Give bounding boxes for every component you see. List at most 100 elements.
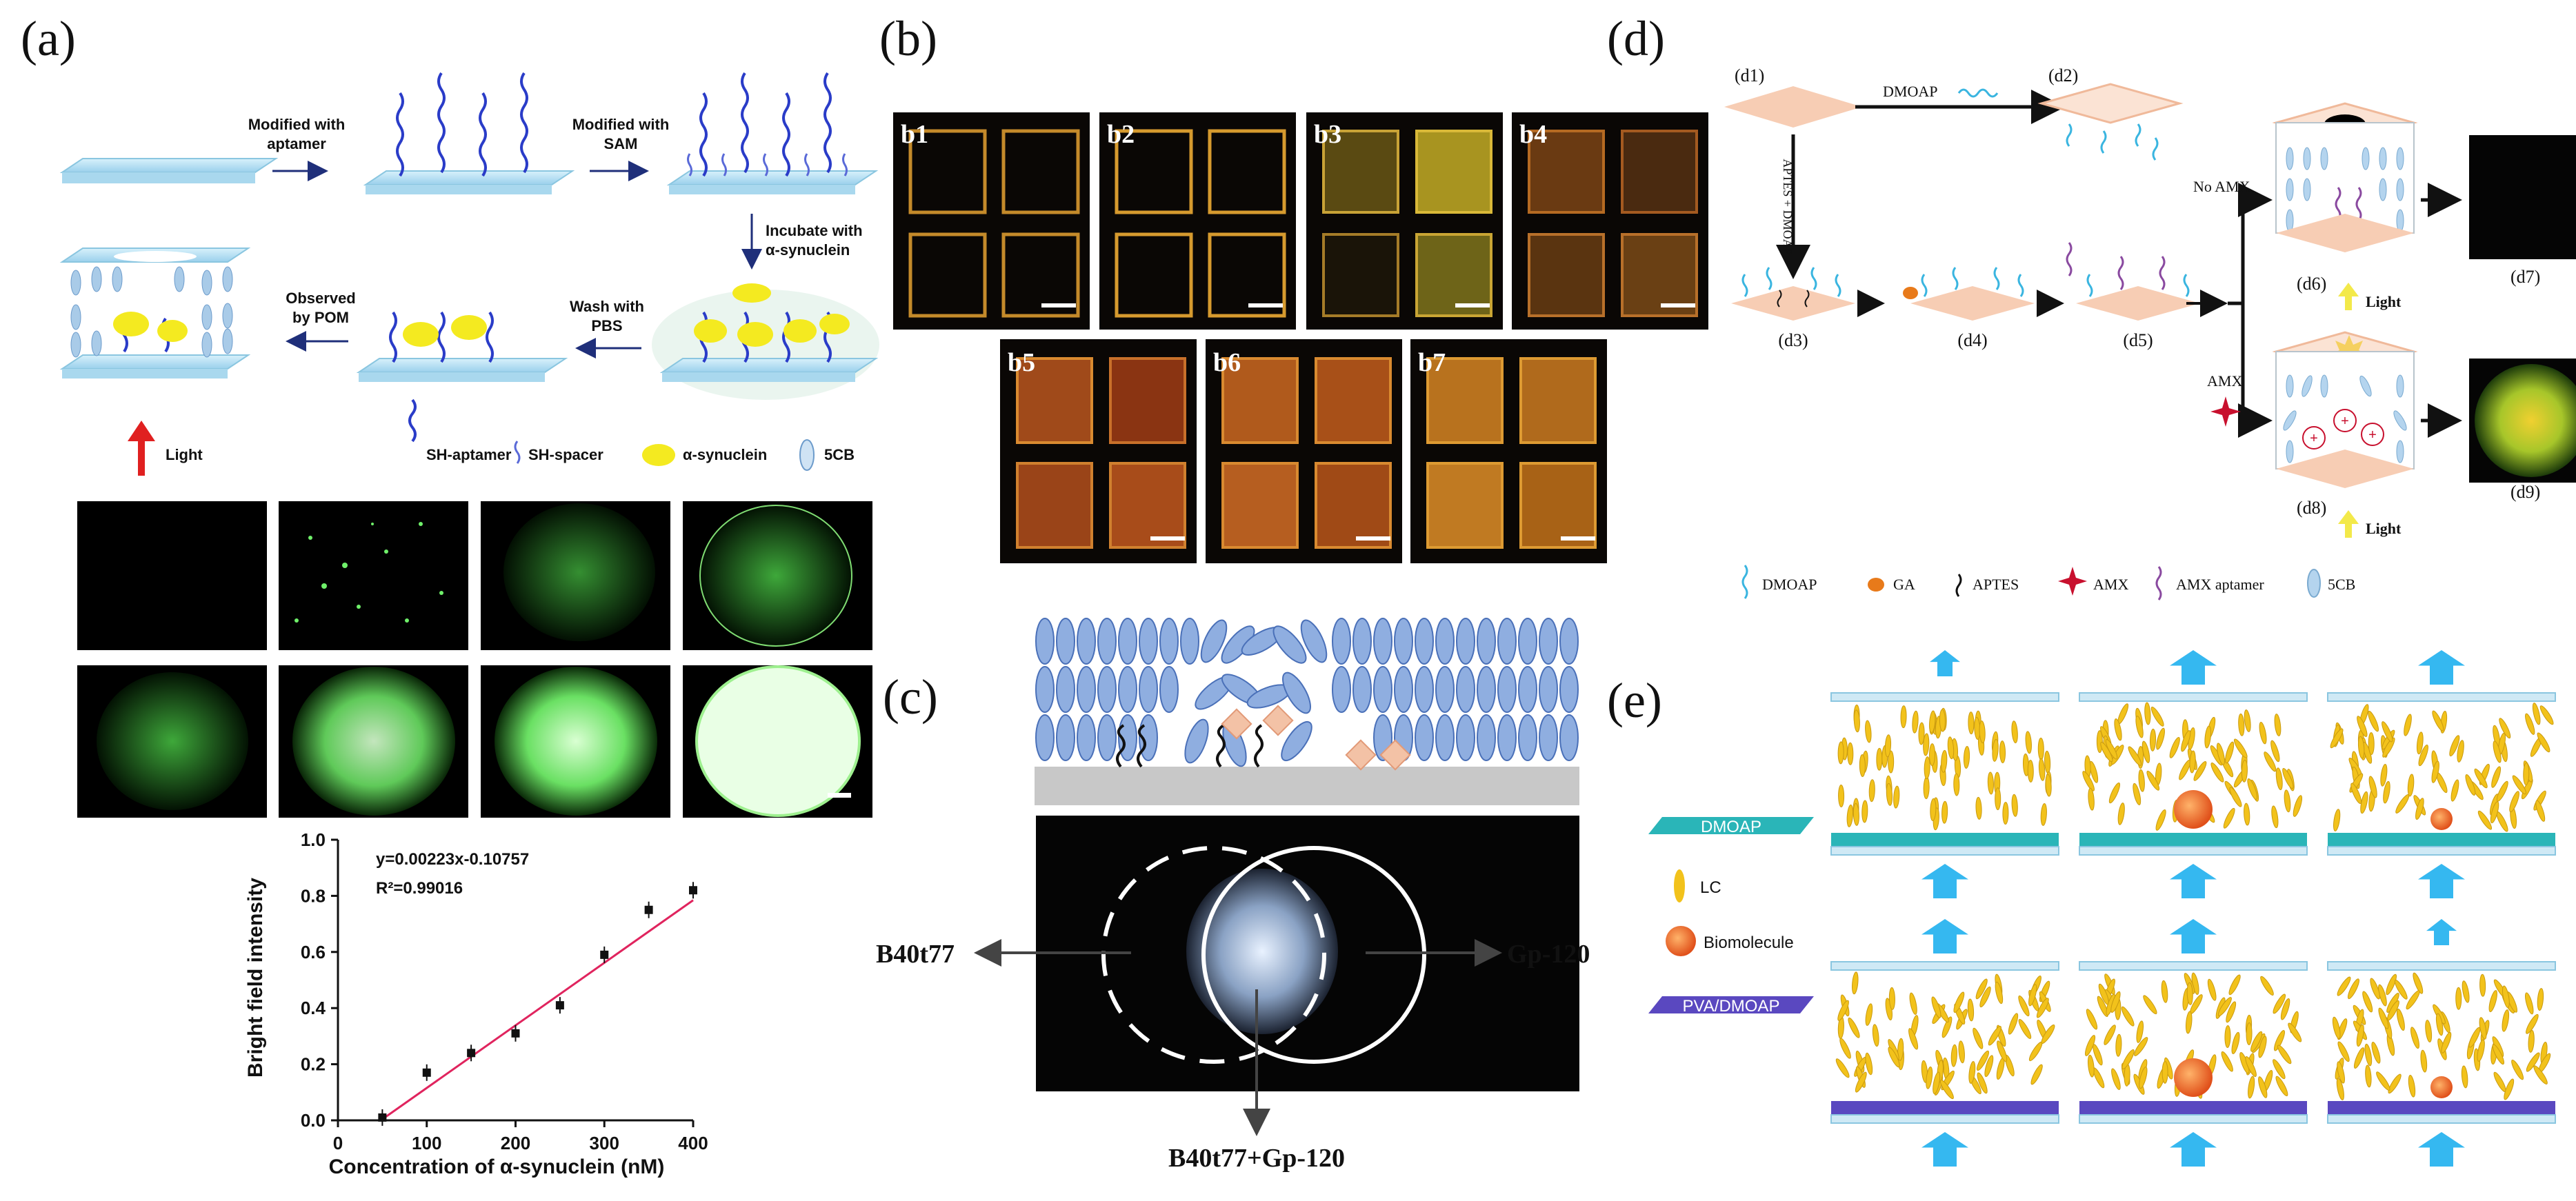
e-lc-molecule [2492, 1044, 2505, 1065]
e-lc-molecule [2181, 730, 2191, 752]
e-lc-molecule [2479, 973, 2486, 997]
e-lc-molecule [1872, 1024, 1879, 1047]
e-light-arrow-icon [2426, 919, 2457, 945]
e-lc-molecule [2364, 1043, 2373, 1067]
e-lc-molecule [2189, 750, 2196, 774]
e-top-glass [1830, 961, 2059, 971]
e-lc-molecule [2387, 1000, 2399, 1021]
d7-image [2469, 135, 2576, 259]
e-lc-molecule [2096, 730, 2103, 754]
d-aptes-label: APTES + DMOAP [1781, 159, 1795, 254]
data-point [511, 1029, 520, 1038]
e-lc-molecule [2490, 801, 2499, 824]
e-lc-molecule [2018, 1019, 2032, 1039]
e-lc-molecule [2233, 738, 2248, 758]
e-lc-molecule [2150, 728, 2157, 751]
e-lc-molecule [2139, 1067, 2148, 1089]
e-lc-molecule [1923, 776, 1930, 800]
e-lc-molecule [2121, 1049, 2135, 1070]
e-lc-molecule [2229, 787, 2242, 807]
e-lc-molecule [2457, 740, 2464, 763]
d-legend-lc-icon [2307, 569, 2321, 598]
e-lc-molecule [2333, 809, 2341, 831]
e-lc-molecule [2210, 763, 2224, 783]
b2-label: b2 [1107, 120, 1135, 149]
svg-text:+: + [2310, 431, 2318, 446]
e-lc-molecule [2526, 1052, 2540, 1072]
e-lc-molecule [2410, 1027, 2419, 1049]
e-lc-molecule [1995, 981, 2004, 1005]
e-lc-molecule [1865, 1052, 1873, 1076]
e-lc-molecule [2258, 1076, 2268, 1098]
b2-image: b2 [1099, 112, 1296, 330]
c-overlap-glow [1186, 869, 1338, 1034]
e-lc-molecule [2407, 774, 2415, 797]
e-lc-molecule [2368, 732, 2375, 756]
e-lc-molecule [2086, 1009, 2098, 1030]
e-lc-molecule [2431, 760, 2439, 783]
e-lc-molecule [1995, 787, 2001, 811]
data-point [555, 1001, 564, 1010]
e-lc-molecule [1950, 1044, 1957, 1067]
e-lc-molecule [2011, 720, 2018, 744]
e-lc-molecule [2238, 713, 2245, 736]
e-lc-molecule [2250, 1031, 2263, 1052]
e-lc-molecule [2357, 716, 2368, 737]
e-lc-molecule [2491, 766, 2502, 788]
e-lc-molecule [1848, 1017, 1860, 1038]
e-lc-molecule [2502, 985, 2510, 1008]
e-lc-molecule [1855, 1071, 1867, 1093]
e-lc-molecule [2216, 743, 2225, 765]
e-lc-molecule [1838, 784, 1845, 807]
e-lc-molecule [2337, 1061, 2345, 1084]
e-lc-molecule [2382, 737, 2395, 758]
e-lc-molecule [2441, 1031, 2452, 1053]
d8-label: (d8) [2297, 498, 2326, 518]
e-lc-molecule [1958, 1040, 1965, 1064]
e-cell-4 [1830, 919, 2059, 1167]
e-light-arrow-icon [2418, 1132, 2465, 1167]
e-lc-molecule [1992, 738, 1999, 762]
e-lc-molecule [1976, 1050, 1990, 1071]
e-lc-molecule [2418, 745, 2428, 767]
e-lc-molecule [2117, 803, 2125, 825]
e-lc-molecule [1852, 971, 1859, 995]
e-lc-molecule [1979, 720, 1986, 744]
d8-cell: + + + [2272, 331, 2418, 488]
e-lc-molecule [2156, 727, 2165, 750]
b7-label: b7 [1418, 348, 1446, 377]
e-lc-molecule [2528, 1029, 2535, 1053]
e-lc-molecule [2360, 791, 2368, 814]
e-lc-molecule [2496, 780, 2508, 802]
d-no-amx-label: No AMX [2193, 178, 2250, 195]
d-legend-lc: 5CB [2328, 576, 2355, 593]
e-substrate [2328, 833, 2555, 847]
a-step1-label: Modified with [248, 116, 346, 133]
e-lc-molecule [1853, 803, 1859, 826]
panel-c: (c) [876, 618, 1590, 1173]
e-lc-molecule [1861, 800, 1868, 823]
e-lc-molecule [2270, 740, 2280, 763]
d9-glow [2475, 364, 2576, 477]
e-lc-molecule [2396, 1008, 2405, 1031]
e-lc-molecule [2036, 998, 2049, 1018]
d1-substrate [1724, 86, 1862, 128]
e-lc-molecule [2356, 1024, 2364, 1047]
svg-text:+: + [2368, 427, 2377, 443]
e-lc-molecule [1963, 745, 1970, 769]
e-lc-molecule [2264, 751, 2277, 772]
y-tick-label: 0.2 [301, 1054, 326, 1075]
e-substrate [2328, 1101, 2555, 1115]
e-lc-molecule [2420, 1049, 2428, 1073]
d7-label: (d7) [2510, 267, 2540, 287]
e-lc-molecule [2088, 1054, 2095, 1078]
a-step5-label: Observed [286, 290, 356, 307]
a-pom-images [77, 501, 872, 818]
a-legend-lc-icon [799, 439, 815, 471]
e-lc-molecule [1931, 996, 1941, 1018]
x-tick-label: 400 [678, 1133, 708, 1153]
e-lc-molecule [2025, 731, 2032, 754]
panel-d: (d) (d1) DMOAP (d2) APTES + DMOAP (d3) [1607, 11, 2576, 600]
e-top-glass [2327, 961, 2556, 971]
e-lc-molecule [2274, 1030, 2285, 1051]
